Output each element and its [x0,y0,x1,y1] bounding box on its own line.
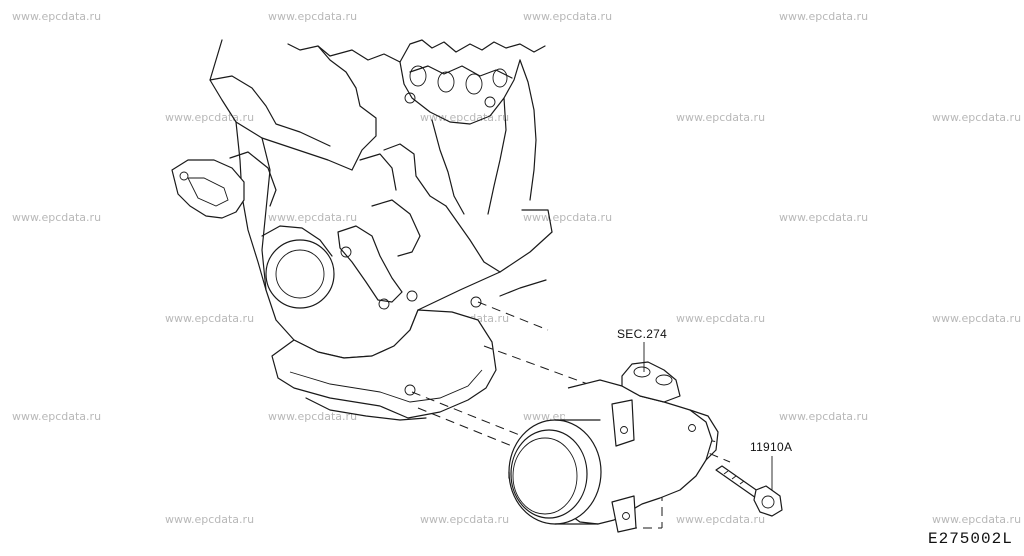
watermark: www.epcdata.ru [779,10,869,23]
watermark: www.epcdata.ru [676,312,766,325]
leader-lines [643,342,773,490]
watermark: www.epcdata.ru [523,211,613,224]
watermark: www.epcdata.ru [12,410,102,423]
watermark: www.epcdata.ru [420,513,510,526]
watermark: www.epcdata.ru [779,211,869,224]
engine-block [171,39,553,421]
watermark: www.epcdata.ru [932,312,1022,325]
watermark: www.epcdata.ru [676,111,766,124]
watermark: www.epcdata.ru [268,211,358,224]
watermark: www.epcdata.ru [420,111,510,124]
watermark: www.epcdata.ru [523,10,613,23]
watermark: www.epcdata.ru [165,111,255,124]
watermark: www.epcdata.ru [932,111,1022,124]
watermark: www.epcdata.ru [12,211,102,224]
watermark: www.epcdata.ru [165,513,255,526]
bolt-11910a [715,465,783,517]
watermark: www.epcdata.ru [676,513,766,526]
watermark: www.epcdata.ru [779,410,869,423]
watermark: www.epcdata.ru [932,513,1022,526]
section-reference-label[interactable]: SEC.274 [617,327,668,341]
part-number-label[interactable]: 11910A [750,440,793,454]
watermark: www.epcdata.ru [268,410,358,423]
watermark: www.epcdata.ru [268,10,358,23]
watermark: www.epcdata.ru [12,10,102,23]
watermark: www.epcdata.ru [165,312,255,325]
diagram-code: E275002L [928,530,1013,548]
ac-compressor [508,361,719,533]
